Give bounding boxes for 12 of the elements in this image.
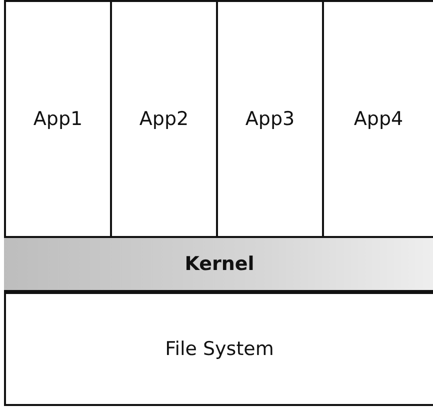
- layer-box: [216, 0, 324, 238]
- layer-box: [322, 0, 433, 238]
- layer-label: File System: [165, 338, 274, 360]
- layer-box: [4, 0, 112, 238]
- layer-box: [4, 292, 433, 406]
- layer-label: Kernel: [184, 253, 254, 275]
- layer-band: [4, 238, 433, 292]
- layer-label: App4: [354, 108, 404, 130]
- layer-label: App2: [139, 108, 189, 130]
- layer-label: App1: [33, 108, 83, 130]
- layer-box: [110, 0, 218, 238]
- layer-label: App3: [245, 108, 295, 130]
